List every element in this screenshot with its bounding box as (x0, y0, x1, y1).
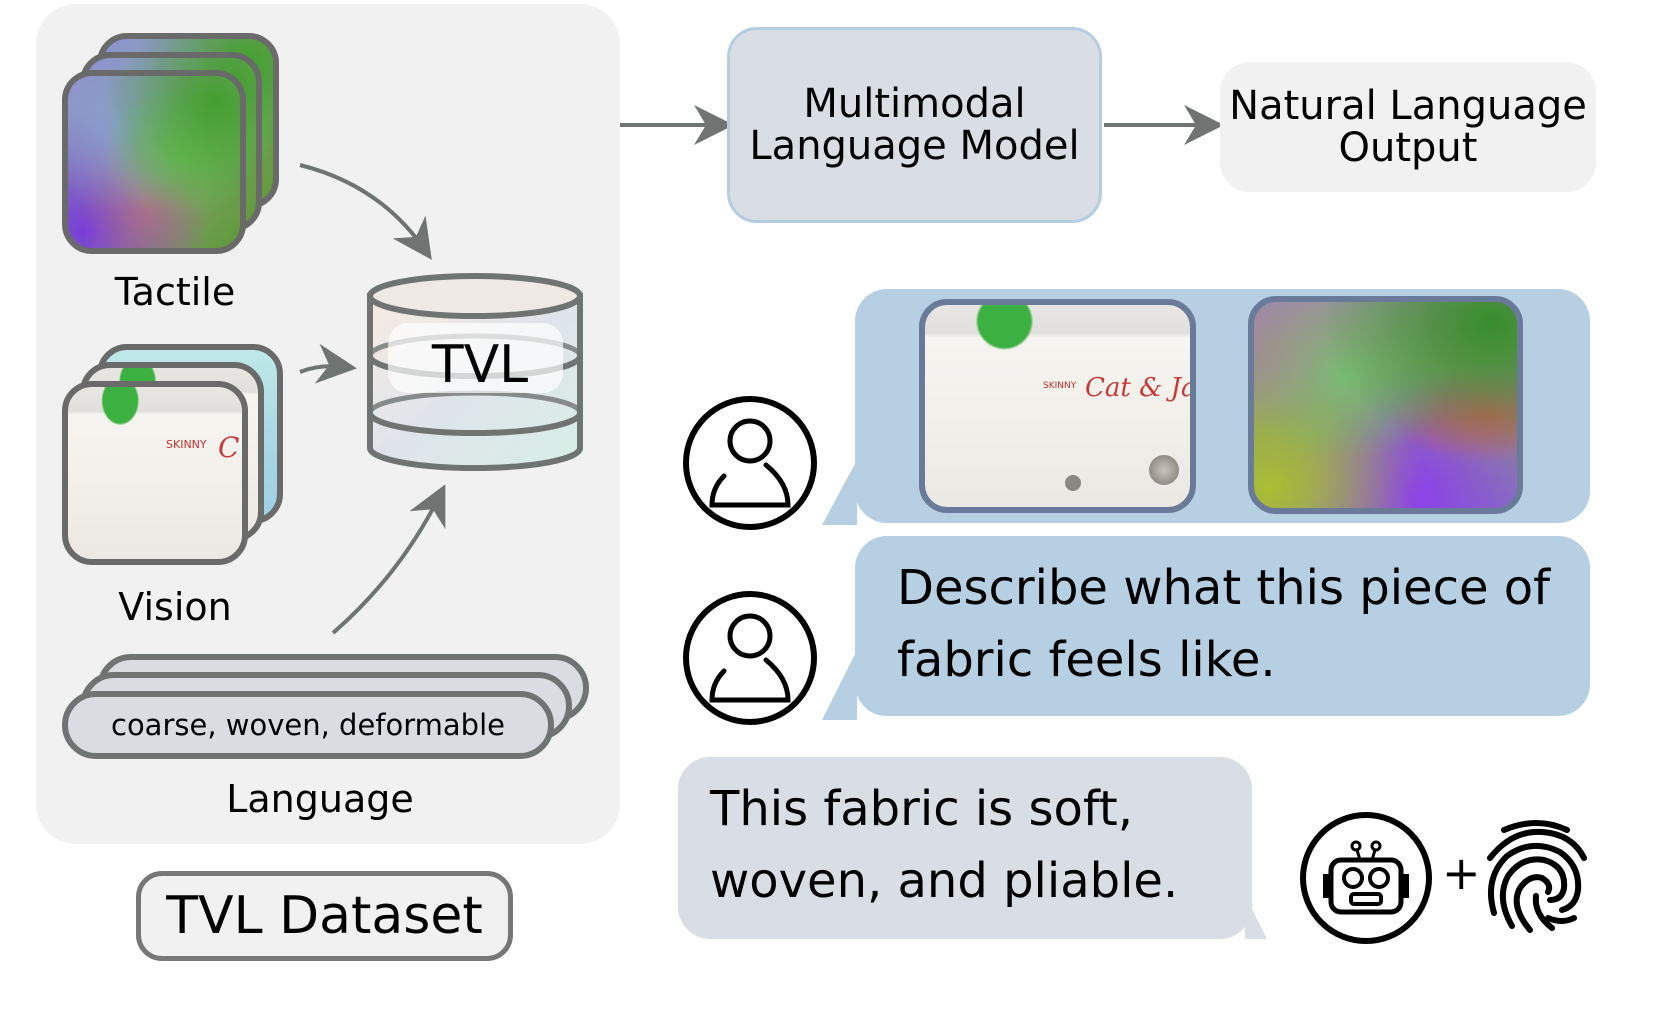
bubble-tail (822, 650, 857, 720)
user-prompt-bubble: Describe what this piece of fabric feels… (855, 536, 1590, 716)
plus-sign: + (1442, 846, 1481, 900)
tactile-label: Tactile (114, 270, 236, 314)
database-label: TVL (431, 335, 529, 395)
vision-arrow (299, 343, 357, 384)
fingerprint-icon (1487, 820, 1587, 933)
multimodal-language-model-box: Multimodal Language Model (727, 27, 1102, 223)
user-avatar-icon (683, 396, 817, 530)
jeans-tag: SKINNY (166, 438, 207, 451)
output-line-2: Output (1338, 125, 1478, 171)
model-line-1: Multimodal (803, 81, 1026, 127)
jeans-brand-label: Cat & Jack (1085, 373, 1196, 403)
bubble-tail (822, 460, 857, 525)
user-image-message: Cat & Jack SKINNY (855, 289, 1590, 523)
user-prompt-line-1: Describe what this piece of (897, 560, 1551, 616)
assistant-reply-line-1: This fabric is soft, (710, 781, 1133, 837)
tactile-image-thumb (1248, 296, 1523, 514)
output-line-1: Natural Language (1229, 83, 1587, 129)
user-avatar-icon (683, 591, 817, 725)
language-sample-text: coarse, woven, deformable (62, 691, 554, 759)
natural-language-output-box: Natural Language Output (1220, 62, 1596, 192)
vision-label: Vision (118, 585, 232, 629)
model-line-2: Language Model (749, 123, 1080, 169)
assistant-reply-line-2: woven, and pliable. (710, 853, 1179, 909)
user-prompt-line-2: fabric feels like. (897, 632, 1276, 688)
vision-image-thumb: Cat & Jack SKINNY (919, 299, 1196, 513)
tvl-dataset-title: TVL Dataset (136, 871, 513, 961)
tactile-arrow (299, 163, 432, 260)
database-cylinder-icon (367, 273, 583, 471)
language-arrow (331, 484, 446, 635)
language-label: Language (226, 777, 414, 821)
assistant-reply-bubble: This fabric is soft, woven, and pliable. (678, 757, 1252, 939)
robot-icon (1300, 812, 1432, 944)
